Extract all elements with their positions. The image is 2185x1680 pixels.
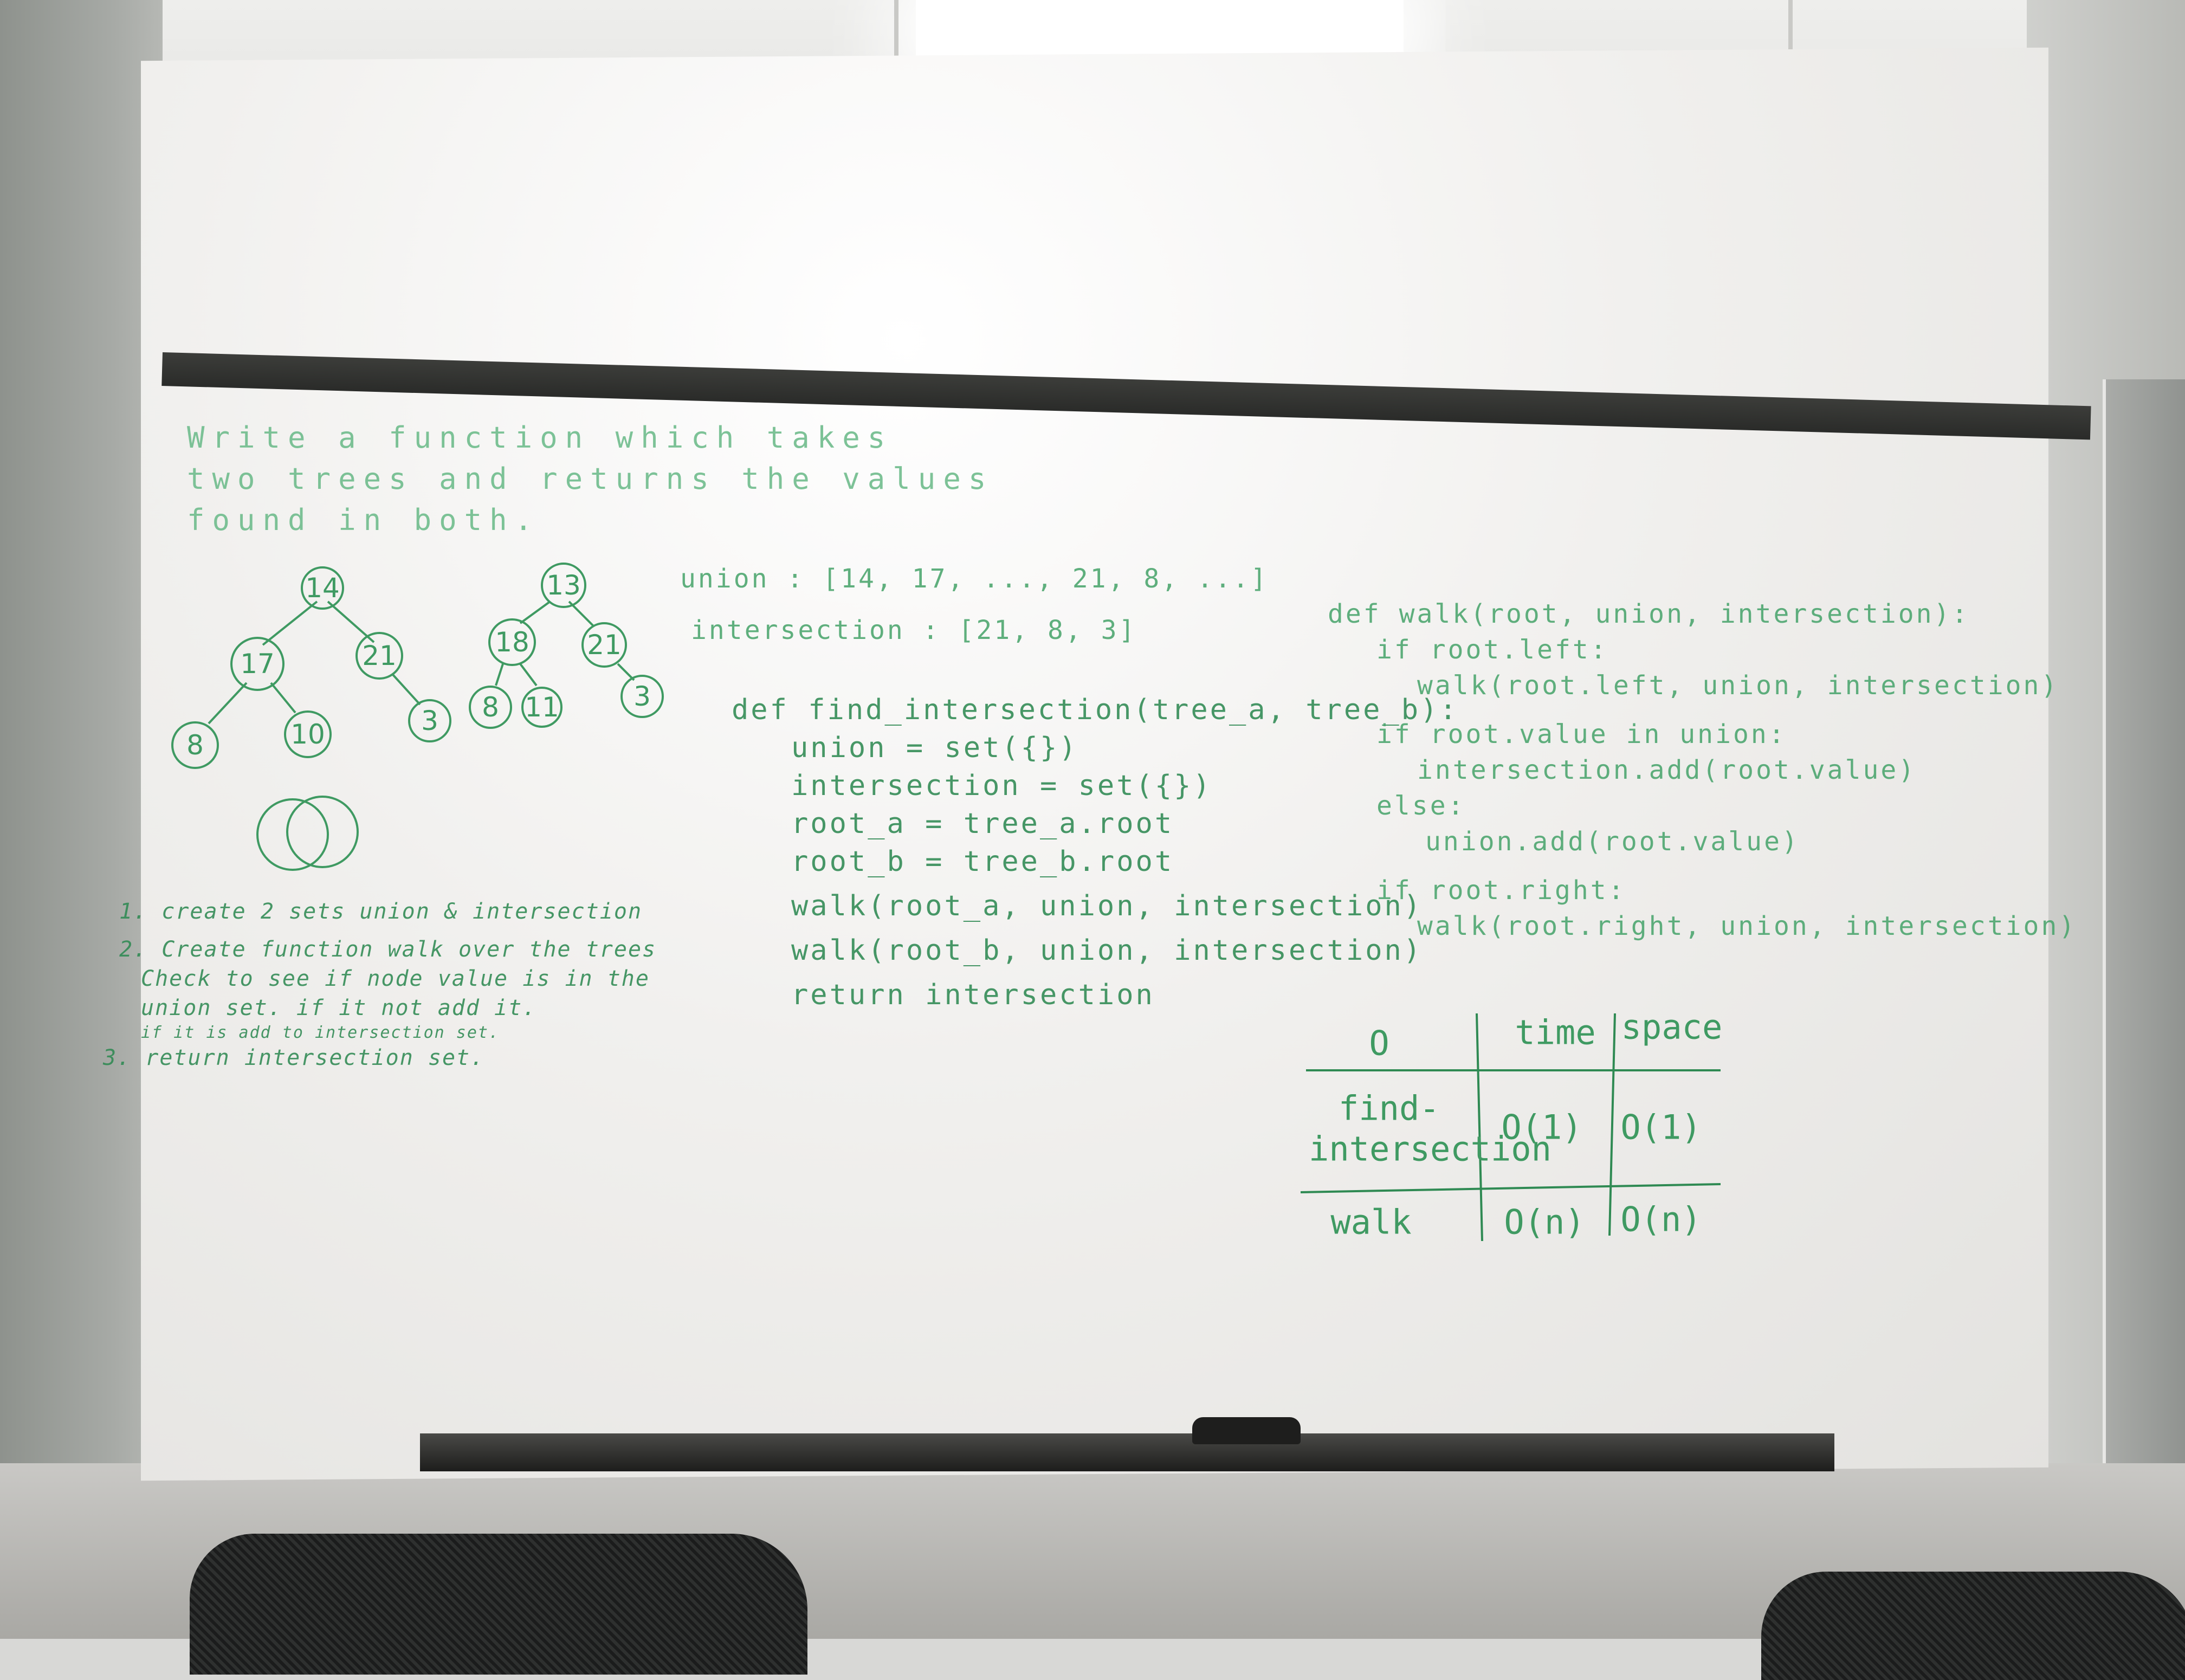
code-line: return intersection (791, 979, 1155, 1011)
svg-text:3: 3 (421, 705, 438, 736)
tree-edge (262, 600, 318, 646)
problem-statement: Write a function which takes two trees a… (187, 417, 993, 541)
problem-line: Write a function which takes (187, 421, 893, 455)
tree-node: 21 (581, 622, 627, 668)
table-header-time: time (1515, 1013, 1595, 1052)
venn-diagram (256, 796, 359, 871)
marker-tray (420, 1433, 1834, 1471)
tree-node: 17 (230, 637, 285, 691)
left-wall (0, 0, 163, 1639)
svg-text:21: 21 (362, 640, 397, 671)
tree-node: 8 (469, 686, 512, 729)
table-corner: O (1369, 1024, 1389, 1063)
svg-text:8: 8 (482, 692, 499, 723)
svg-text:21: 21 (587, 629, 622, 661)
tree-node: 8 (171, 721, 219, 769)
table-row-label: find- (1339, 1089, 1440, 1128)
code-line: if root.right: (1376, 875, 1626, 906)
tree-edge (519, 663, 538, 687)
svg-text:8: 8 (186, 729, 204, 761)
algorithm-steps: 1. create 2 sets union & intersection 2.… (103, 897, 657, 1072)
tree-edge (519, 600, 551, 624)
code-line: root_b = tree_b.root (791, 845, 1174, 878)
code-line: root_a = tree_a.root (791, 807, 1174, 840)
tree-edge (270, 682, 296, 714)
tree-edge (327, 600, 375, 643)
table-cell-space: O(n) (1620, 1200, 1701, 1239)
code-line: union = set({}) (791, 732, 1078, 764)
tree-node: 11 (521, 687, 563, 728)
tree-node: 21 (355, 632, 403, 680)
intersection-example: intersection : [21, 8, 3] (691, 615, 1137, 645)
table-cell-space: O(1) (1620, 1108, 1701, 1147)
eraser[interactable] (1192, 1417, 1301, 1444)
code-line: walk(root_a, union, intersection) (791, 890, 1423, 922)
ceiling-tile-seam (894, 0, 898, 87)
svg-text:17: 17 (240, 648, 275, 680)
tree-node: 18 (488, 618, 536, 666)
svg-text:14: 14 (305, 572, 340, 604)
tree-b: 13 18 21 8 11 3 (469, 563, 664, 729)
union-example: union : [14, 17, ..., 21, 8, ...] (680, 564, 1269, 594)
step-line: 2. Create function walk over the trees (119, 937, 657, 962)
tree-node: 3 (620, 675, 664, 718)
svg-text:3: 3 (633, 681, 651, 712)
tree-edge (208, 682, 248, 725)
step-line: Check to see if node value is in the (141, 966, 650, 991)
table-row-label: intersection (1309, 1129, 1552, 1169)
tree-node: 14 (301, 566, 344, 610)
table-cell-time: O(1) (1501, 1108, 1582, 1147)
code-line: def find_intersection(tree_a, tree_b): (732, 694, 1459, 726)
table-rule (1300, 1183, 1721, 1193)
problem-line: found in both. (187, 503, 540, 537)
walk-code: def walk(root, union, intersection): if … (1328, 596, 2077, 944)
code-line: def walk(root, union, intersection): (1328, 599, 1970, 629)
step-line: 1. create 2 sets union & intersection (119, 899, 643, 924)
table-rule (1476, 1013, 1483, 1242)
tree-node: 3 (408, 699, 451, 742)
tree-edge (617, 663, 635, 681)
code-line: walk(root.left, union, intersection) (1417, 670, 2059, 701)
code-line: intersection.add(root.value) (1417, 755, 1917, 785)
code-line: if root.value in union: (1376, 719, 1787, 749)
table-cell-time: O(n) (1504, 1203, 1585, 1242)
code-line: walk(root.right, union, intersection) (1417, 911, 2077, 941)
tree-node: 13 (541, 563, 586, 608)
tree-edge (495, 663, 504, 686)
code-line: union.add(root.value) (1425, 826, 1800, 857)
table-header-space: space (1621, 1007, 1723, 1047)
tree-edge (392, 674, 421, 706)
svg-text:10: 10 (290, 719, 325, 750)
code-line: else: (1376, 791, 1466, 821)
door-frame (2103, 379, 2185, 1639)
svg-text:13: 13 (546, 570, 581, 601)
svg-text:11: 11 (525, 692, 559, 723)
complexity-table: O time space find- intersection O(1) O(1… (1300, 1007, 1723, 1242)
problem-line: two trees and returns the values (187, 462, 994, 496)
table-row-label: walk (1330, 1203, 1411, 1242)
svg-text:18: 18 (495, 626, 529, 658)
step-line: union set. if it not add it. (141, 996, 537, 1020)
tree-diagrams: 14 17 21 8 10 3 13 18 21 8 11 3 (171, 563, 664, 871)
code-line: if root.left: (1376, 635, 1608, 665)
code-line: intersection = set({}) (791, 770, 1212, 802)
code-line: walk(root_b, union, intersection) (791, 934, 1423, 967)
step-line: if it is add to intersection set. (141, 1023, 500, 1042)
table-rule (1608, 1013, 1616, 1236)
tree-a: 14 17 21 8 10 3 (171, 566, 451, 769)
tree-node: 10 (284, 710, 332, 758)
step-line: 3. return intersection set. (103, 1045, 485, 1070)
find-intersection-code: def find_intersection(tree_a, tree_b): u… (732, 691, 1459, 1014)
